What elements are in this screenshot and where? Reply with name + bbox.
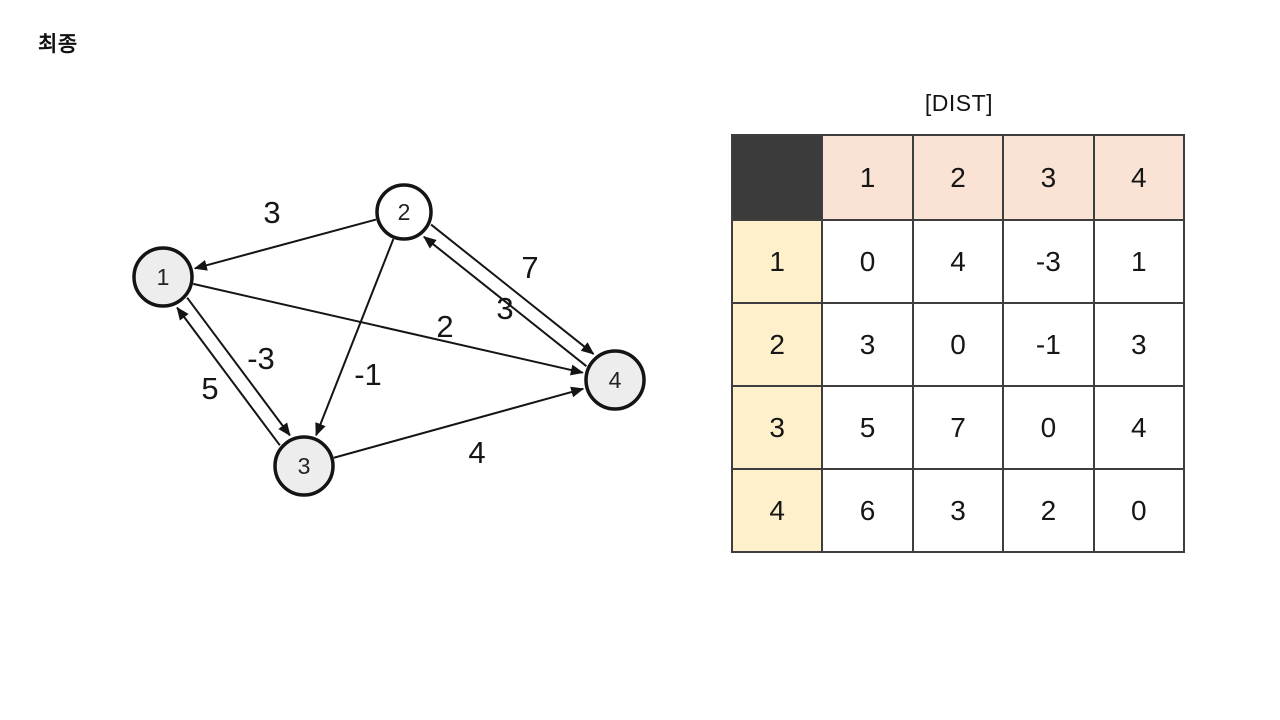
dist-row-header: 4: [730, 468, 824, 553]
dist-row-header: 3: [730, 385, 824, 470]
graph-node-label-3: 3: [298, 453, 311, 479]
dist-cell: 3: [911, 468, 1005, 553]
dist-cell: 0: [1002, 385, 1095, 470]
dist-cell: 5: [821, 385, 914, 470]
graph-edge-1-4: [193, 282, 584, 376]
dist-corner-cell: [730, 134, 824, 221]
dist-cell: 1: [1092, 219, 1186, 304]
dist-cell: 0: [821, 219, 914, 304]
dist-col-header: 4: [1092, 134, 1186, 221]
graph-node-4: [584, 349, 646, 411]
edge-weight-label-2-1: 3: [263, 195, 280, 230]
dist-cell: 0: [911, 302, 1005, 387]
dist-row-header: 2: [730, 302, 824, 387]
graph-node-label-4: 4: [609, 367, 622, 393]
graph-nodes-layer: 1 2 3 4: [132, 183, 646, 497]
graph-edge-3-4: [333, 386, 585, 459]
graph-node-1: [132, 246, 194, 308]
dist-cell: 3: [821, 302, 914, 387]
graph-edge-3-1: [176, 306, 281, 446]
dist-cell: -1: [1002, 302, 1095, 387]
page-title: 최종: [38, 33, 78, 56]
graph-node-label-1: 1: [157, 264, 170, 290]
graph-edge-2-3: [315, 238, 395, 437]
edge-weight-label-2-3: -1: [354, 357, 382, 392]
dist-cell: 3: [1092, 302, 1186, 387]
edge-weight-label-4-2: 3: [496, 291, 513, 326]
dist-cell: 4: [911, 219, 1005, 304]
dist-table-title: [DIST]: [924, 90, 994, 116]
graph-node-3: [273, 435, 335, 497]
edge-weight-label-3-4: 4: [468, 435, 485, 470]
dist-cell: 4: [1092, 385, 1186, 470]
dist-col-header: 1: [821, 134, 914, 221]
dist-cell: -3: [1002, 219, 1095, 304]
dist-row-header: 1: [730, 219, 824, 304]
graph-edge-1-3: [186, 297, 291, 437]
edge-weight-label-3-1: 5: [201, 371, 218, 406]
graph-edge-4-2: [423, 236, 588, 367]
graph-edge-2-4: [430, 223, 595, 355]
graph-node-2: [375, 183, 433, 241]
edge-weight-label-2-4: 7: [521, 250, 538, 285]
dist-col-header: 2: [911, 134, 1005, 221]
graph-edge-2-1: [193, 218, 377, 271]
edge-weight-label-1-4: 2: [436, 309, 453, 344]
graph-node-label-2: 2: [398, 199, 411, 225]
dist-cell: 7: [911, 385, 1005, 470]
dist-cell: 0: [1092, 468, 1186, 553]
dist-cell: 2: [1002, 468, 1095, 553]
edge-weight-label-1-3: -3: [247, 341, 275, 376]
dist-col-header: 3: [1002, 134, 1095, 221]
dist-cell: 6: [821, 468, 914, 553]
